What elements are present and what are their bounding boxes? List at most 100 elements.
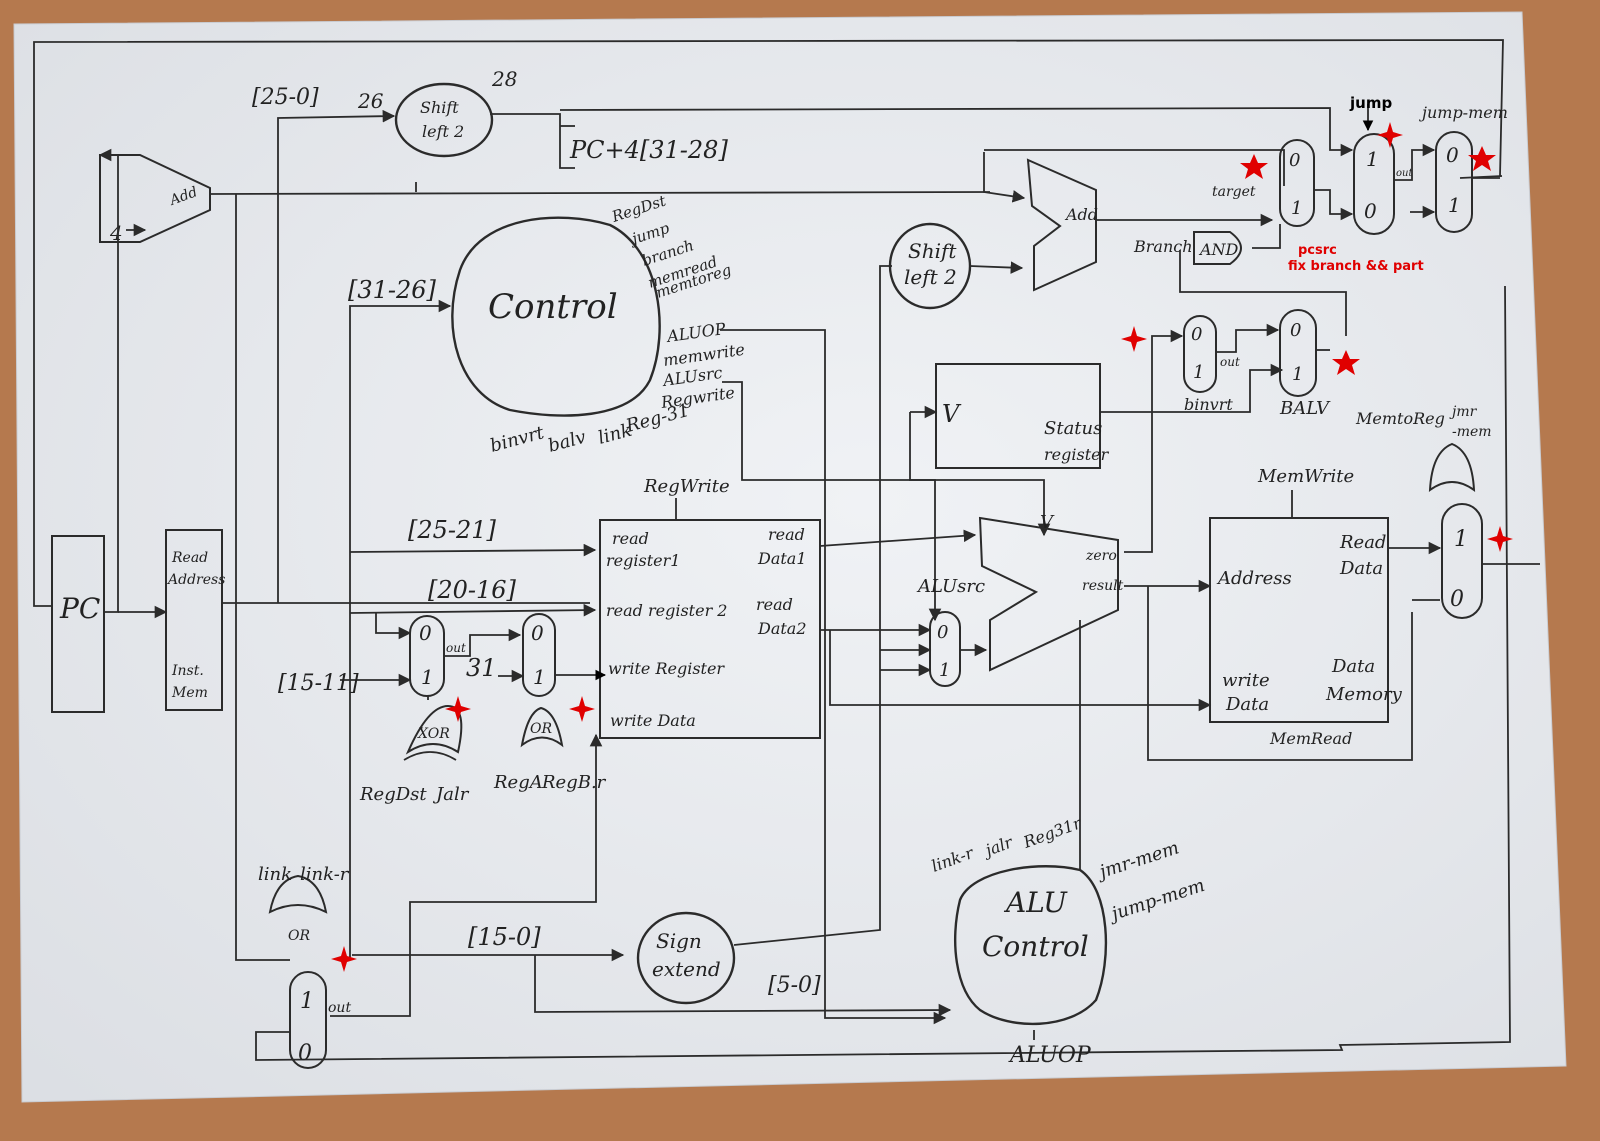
balv-mux-0: 0 [1290,320,1301,341]
instruction-memory [165,529,223,711]
binvrt-out: out [1220,355,1240,369]
shift-mid-l1: Shift [908,239,957,263]
bus-20-16: [20-16] [428,576,517,604]
imem-label-2: Address [166,572,225,588]
regdst-mux-out: out [446,641,466,655]
jump-mux-out: out [1396,168,1413,179]
pcsrc-annotation: pcsrc [1298,243,1337,258]
control-label: Control [488,287,618,327]
bus-25-0: [25-0] [252,85,319,110]
regfile-rr1a: read [612,529,649,548]
red-star-icon [1240,154,1268,179]
jump-mem-mux-0: 0 [1446,143,1459,167]
and-label: AND [1198,240,1239,259]
alu-zero: zero [1085,548,1117,564]
pc-adder [99,154,211,243]
pc-label: PC [59,592,100,625]
jump-mux-1: 1 [1366,147,1379,171]
alu-control-l1: ALU [1003,886,1068,919]
regdst-mux-0: 0 [419,621,432,645]
xor-label: XOR [417,726,450,742]
alusrc-label: ALUsrc [916,576,985,597]
link-mux [289,971,327,1069]
memtoreg-mux-0: 0 [1450,587,1464,612]
memtoreg-mux-1: 1 [1454,527,1468,552]
jump-mem-mux-1: 1 [1448,193,1461,217]
bus-5-0: [5-0] [768,973,821,998]
and-gate [1193,231,1242,265]
red-star-markers [331,122,1513,972]
balv-mux-1: 1 [1292,364,1303,385]
alu [978,516,1119,672]
red-star-icon [1487,526,1513,552]
bus-25-21: [25-21] [408,516,497,544]
jump-mux-0: 0 [1364,199,1377,223]
register-file [599,519,821,739]
regfile-wd: write Data [610,711,696,730]
alusrc-mux-1: 1 [939,660,950,681]
outer-wires [33,39,1511,1061]
reg31-mux [522,613,556,697]
or-label-reg: OR [530,721,552,737]
pc-wires [98,148,991,961]
memtoreg-mux [1441,503,1483,619]
dmem-wd2: Data [1225,694,1269,715]
red-star-icon [331,946,357,972]
bus-pc4: PC+4[31-28] [569,136,728,164]
status-l1: Status [1044,418,1102,439]
jump-mem-label: jump-mem [1419,103,1508,122]
pc-register [51,535,105,713]
or-gate-reg [520,706,564,748]
dmem-rd2: Data [1339,558,1383,579]
balv-mux [1279,309,1317,397]
memwrite-label: MemWrite [1257,466,1354,487]
or-gate-link [268,874,328,914]
fix-annotation: fix branch && part [1288,259,1424,274]
binvrt-mux-0: 0 [1191,324,1202,345]
alu-result: result [1082,578,1124,594]
shift-top-l2: left 2 [422,122,464,141]
link-mux-1: 1 [300,989,314,1014]
regfile-wr: write Register [608,659,725,678]
imem-label-3: Inst. [171,663,204,679]
regwrite-label: RegWrite [643,476,730,497]
bus-28: 28 [491,67,517,91]
bus-26: 26 [357,89,384,113]
red-star-icon [1332,350,1360,375]
pc-adder-const: 4 [109,221,123,245]
regfile-rd2a: read [756,595,793,614]
reg31-mux-0: 0 [531,621,544,645]
const-31: 31 [466,654,497,682]
status-l2: register [1044,445,1110,464]
or-label-link: OR [288,928,310,944]
pcsrc-mux-0: 0 [1289,150,1300,171]
alu-v: V [1040,512,1055,533]
branch-adder [1026,158,1097,292]
link-r-label: link-r [300,864,350,885]
link-mux-out: out [328,1000,351,1016]
sign-extend-l1: Sign [656,929,702,953]
regfile-wires [555,529,1212,712]
sign-extend-l2: extend [652,957,721,981]
pcsrc-mux-1: 1 [1291,198,1302,219]
branch-adder-label: Add [1064,205,1098,224]
control-wires [720,329,947,1025]
data-memory [1209,517,1389,723]
jump-mem-mux [1435,131,1473,233]
paper-sheet [13,11,1567,1103]
binvrt-label: binvrt [1184,395,1233,414]
alu-control-l2: Control [982,930,1089,963]
binvrt-mux-1: 1 [1193,362,1204,383]
memread-label: MemRead [1269,729,1352,748]
target-label: target [1212,184,1256,200]
shift-top-l1: Shift [420,98,459,117]
regfile-rd1a: read [768,525,805,544]
shift-left-top [394,82,494,158]
dmem-dm2: Memory [1325,684,1403,705]
jmr-mem-label: jmr [1449,404,1478,420]
shift-mid-l2: left 2 [904,265,957,289]
dmem-wd1: write [1222,670,1270,691]
alu-control [953,865,1108,1026]
red-star-icon [1377,122,1403,148]
